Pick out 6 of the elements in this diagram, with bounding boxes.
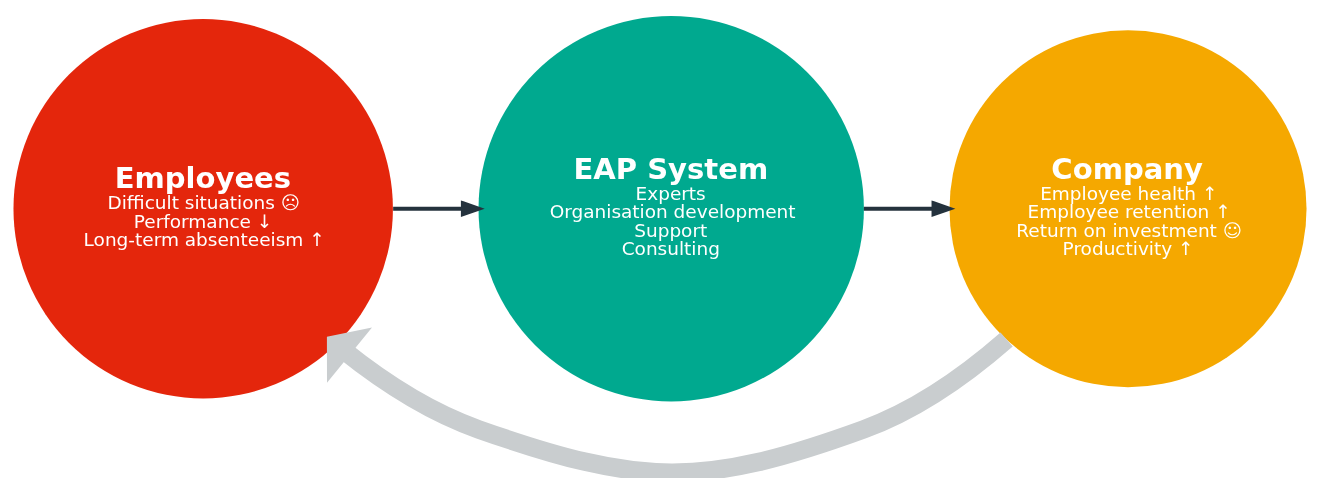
arrow <box>863 200 956 218</box>
node-circle: EAP System Experts Organisation development Support Consulting <box>478 16 864 402</box>
node-circle: Company Employee health ↑ Employee retention ↑ Return on investment ☺ Productivity ↑ <box>949 30 1307 388</box>
arrow <box>393 200 485 218</box>
node-circle: Employees Difficult situations ☹ Performance ↓ Long-term absenteeism ↑ <box>13 19 393 399</box>
arrow <box>326 327 1013 478</box>
